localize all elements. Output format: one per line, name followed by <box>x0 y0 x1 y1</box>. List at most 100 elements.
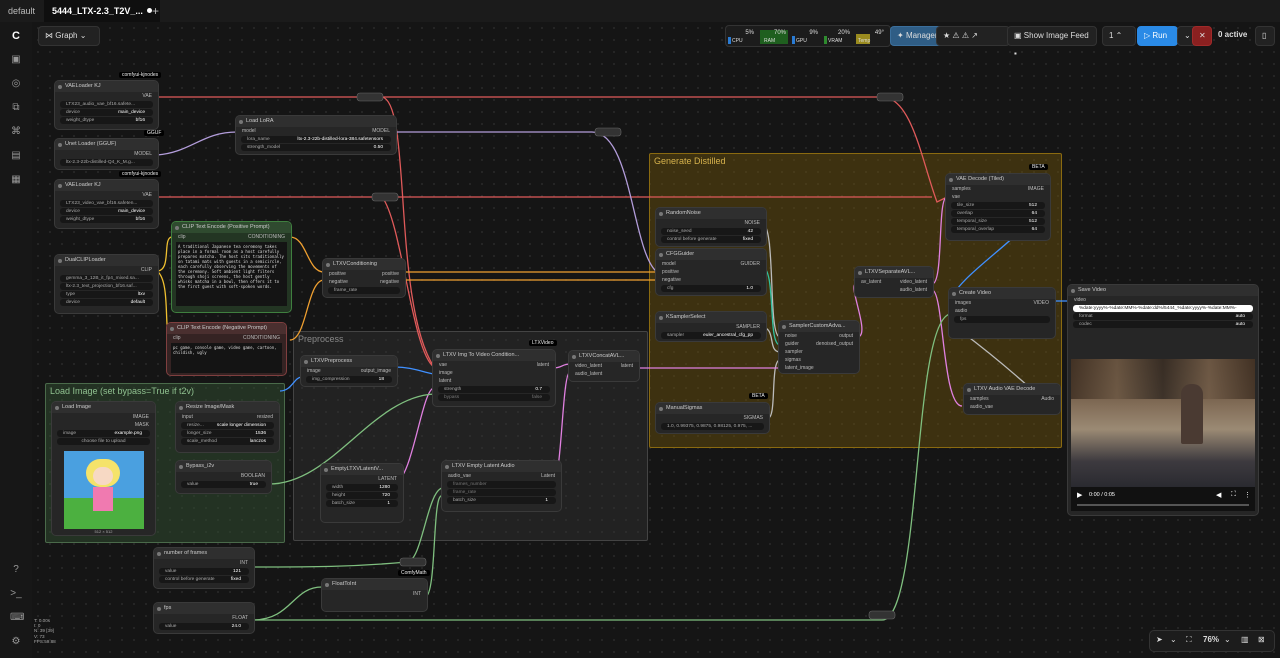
negative-prompt-textarea[interactable]: pc game, console game, video game, carto… <box>171 343 282 373</box>
alert-icon[interactable]: ⚠ <box>961 31 969 40</box>
active-jobs[interactable]: 0 active <box>1212 26 1254 44</box>
positive-prompt-textarea[interactable]: A traditional Japanese tea ceremony take… <box>176 242 287 306</box>
comfy-logo-icon[interactable]: C <box>12 30 20 42</box>
frame-rate-widget[interactable]: frame_rate <box>328 287 400 294</box>
input-vae[interactable]: vae <box>946 193 1050 201</box>
chevron-down-icon[interactable]: ⌄ <box>1170 635 1177 644</box>
show-image-feed-button[interactable]: ▣ Show Image Feed ▪ <box>1007 26 1097 58</box>
warning-icon[interactable]: ⚠ <box>952 31 960 40</box>
graph-canvas[interactable]: Generate Distilled Load Image (set bypas… <box>32 22 1280 658</box>
upload-button[interactable]: choose file to upload <box>57 438 150 445</box>
manager-tools[interactable]: ★ ⚠ ⚠ ↗ <box>936 26 1010 46</box>
input-sigmas[interactable]: sigmas <box>779 356 859 364</box>
templates-icon[interactable]: ▦ <box>11 174 21 185</box>
tab-workflow[interactable]: 5444_LTX-2.3_T2V_... <box>44 0 160 22</box>
input-audio[interactable]: audio <box>949 307 1055 315</box>
node-manual-sigmas[interactable]: ManualSigmas SIGMAS 1.0, 0.99375, 0.9875… <box>655 402 770 434</box>
clip-name1-widget[interactable]: gemma_3_12B_it_fp4_mixed.sa... <box>60 275 153 282</box>
input-image[interactable]: image <box>433 369 555 377</box>
frame-rate-widget[interactable]: frame_rate <box>447 489 556 496</box>
input-video[interactable]: video <box>1068 296 1258 304</box>
tab-default[interactable]: default <box>0 0 43 22</box>
share-icon[interactable]: ↗ <box>971 31 978 40</box>
node-unet-loader-gguf[interactable]: Unet Loader (GGUF) MODEL ltx-2.3-22b-dis… <box>54 138 159 170</box>
fps-widget[interactable]: fps <box>954 316 1050 323</box>
workflows-icon[interactable]: ▤ <box>11 150 21 161</box>
frames-number-widget[interactable]: frames_number <box>447 481 556 488</box>
queue-count[interactable]: 1 ⌃ <box>1102 26 1136 46</box>
output-float[interactable]: FLOAT <box>154 614 254 622</box>
link-visibility-icon[interactable]: ⊠ <box>1258 635 1265 644</box>
output-clip[interactable]: CLIP <box>55 266 158 274</box>
chevron-down-icon[interactable]: ⌄ <box>1224 635 1231 644</box>
filename-prefix-input[interactable]: %date:yyyy%-%date:MM%-%date:dd%/5444_%da… <box>1073 305 1253 318</box>
node-vae-loader-video[interactable]: VAELoader KJ VAE LTX23_video_vae_bf16.sa… <box>54 179 159 229</box>
vae-name-widget[interactable]: LTX23_video_vae_bf16.safeten... <box>60 200 153 207</box>
input-latent-image[interactable]: latent_image <box>779 364 859 372</box>
graph-menu-button[interactable]: ⋈ Graph ⌄ <box>38 26 100 46</box>
more-options-icon[interactable]: ⋮ <box>1244 492 1251 499</box>
unet-name-widget[interactable]: ltx-2.3-22b-distilled-Q4_K_M.g... <box>60 159 153 166</box>
output-vae[interactable]: VAE <box>55 191 158 199</box>
input-audio-latent[interactable]: audio_latent <box>569 370 639 378</box>
output-int[interactable]: INT <box>154 559 254 567</box>
cancel-run-button[interactable]: ✕ <box>1192 26 1212 46</box>
input-latent[interactable]: latent <box>433 377 555 385</box>
vae-name-widget[interactable]: LTX23_audio_vae_bf16.safete... <box>60 101 153 108</box>
output-image[interactable]: IMAGE <box>52 413 155 421</box>
node-dual-clip-loader[interactable]: DualCLIPLoader CLIP gemma_3_12B_it_fp4_m… <box>54 254 159 314</box>
output-audio-latent[interactable]: audio_latent <box>855 286 933 294</box>
panel-toggle-icon[interactable]: ▯ <box>1255 26 1275 46</box>
star-icon[interactable]: ★ <box>943 31 951 40</box>
output-mask[interactable]: MASK <box>52 421 155 429</box>
console-icon[interactable]: >_ <box>10 588 22 599</box>
clip-name2-widget[interactable]: ltx-2.3_text_projection_bf16.saf... <box>60 283 153 290</box>
models-icon[interactable]: ⌘ <box>11 126 21 137</box>
assets-icon[interactable]: ◎ <box>11 78 21 89</box>
